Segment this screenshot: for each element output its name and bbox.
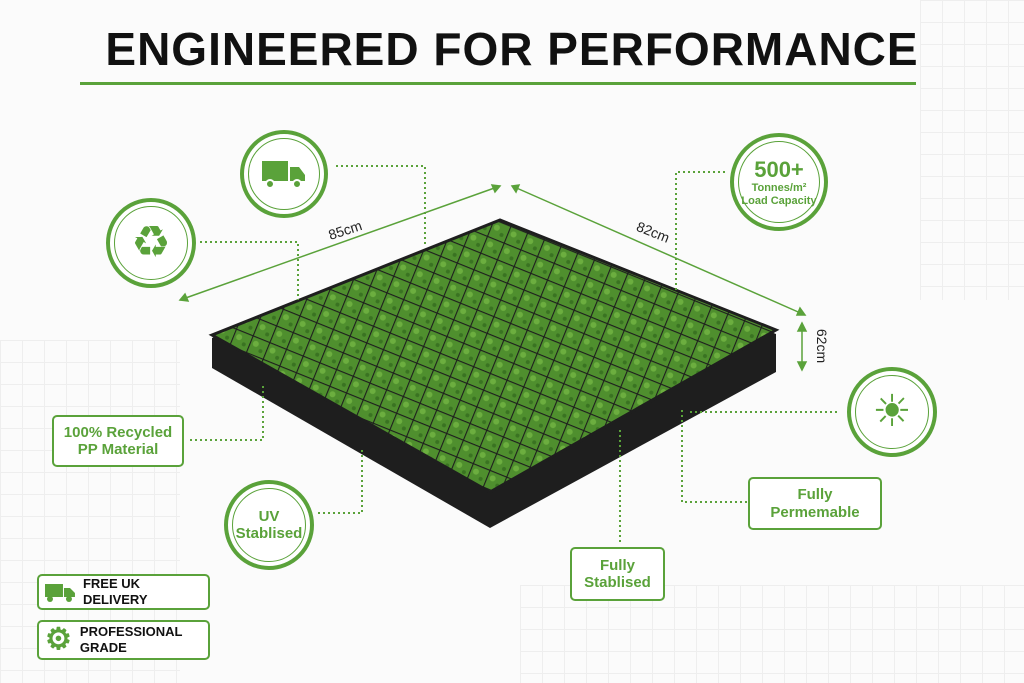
load-label: Load Capacity — [741, 194, 817, 207]
grid-background-right — [920, 0, 1024, 300]
recycle-icon: ♻ — [131, 218, 171, 267]
sun-circle: ☀ — [847, 367, 937, 457]
gear-icon: ⚙ — [45, 623, 72, 656]
recycled-box: 100% Recycled PP Material — [52, 415, 184, 467]
grass-grid-mat — [208, 218, 780, 528]
sun-icon: ☀ — [872, 387, 912, 436]
professional-grade-badge: ⚙ PROFESSIONAL GRADE — [37, 620, 210, 660]
title-underline — [80, 82, 916, 85]
grid-background-bottom — [520, 585, 1024, 683]
dimension-arrows — [178, 184, 808, 372]
badge-label: PROFESSIONAL GRADE — [79, 624, 183, 655]
badge-label: FREE UK DELIVERY — [82, 576, 148, 607]
recycle-circle: ♻ — [106, 198, 196, 288]
uv-circle: UV Stablised — [224, 480, 314, 570]
callout-lines — [190, 165, 840, 545]
load-capacity-circle: 500+ Tonnes/m² Load Capacity — [730, 133, 828, 231]
free-delivery-badge: FREE UK DELIVERY — [37, 574, 210, 610]
page-title: ENGINEERED FOR PERFORMANCE — [105, 23, 919, 75]
height-dimension-label: 62cm — [814, 328, 831, 364]
permeable-box: Fully Permemable — [748, 477, 882, 530]
truck-icon — [262, 161, 305, 189]
delivery-circle — [240, 130, 328, 218]
load-unit: Tonnes/m² — [751, 182, 807, 194]
uv-label: UV Stablised — [235, 507, 303, 542]
load-value: 500+ — [754, 156, 804, 182]
fully-stablised-box: Fully Stablised — [570, 547, 665, 601]
truck-icon — [45, 584, 75, 602]
